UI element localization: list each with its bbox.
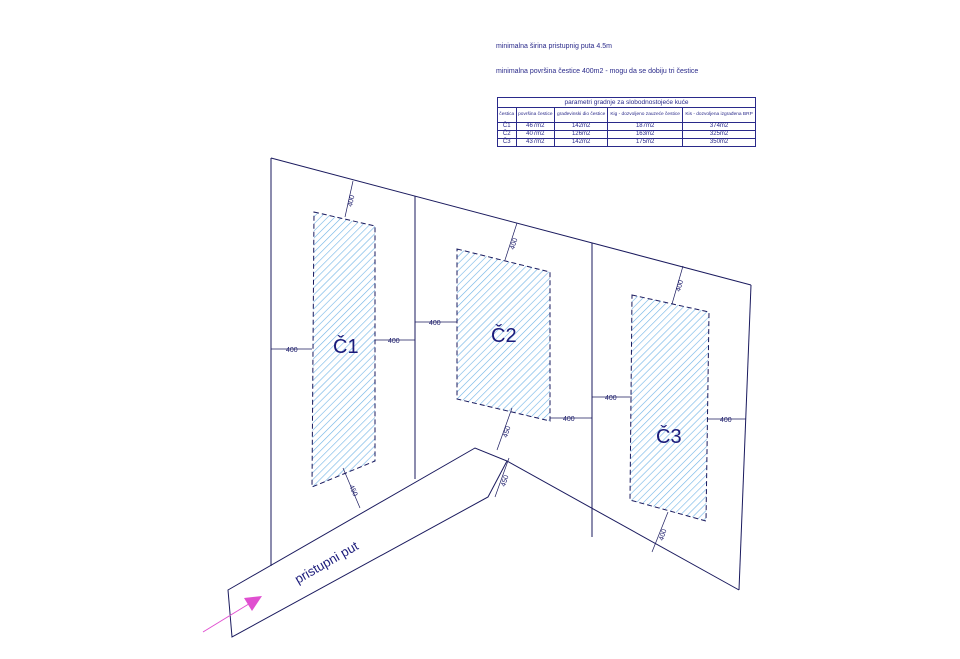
dimension-lines (271, 180, 746, 553)
dim-label: 450 (500, 474, 510, 487)
lot-label-c2: Č2 (491, 324, 517, 347)
building-area-c2 (456, 248, 551, 422)
road-label: pristupni put (292, 538, 361, 587)
dim-label: 450 (502, 425, 512, 438)
dim-label: 400 (286, 347, 298, 354)
dim-label: 400 (388, 338, 400, 345)
dim-label: 450 (347, 484, 358, 498)
table-row: Č2 407m2 126m2 163m2 325m2 (497, 130, 756, 139)
dim-label: 400 (605, 395, 617, 402)
dim-label: 400 (720, 417, 732, 424)
east-boundary (738, 284, 752, 591)
dim-label: 400 (509, 237, 519, 250)
lot-label-c3: Č3 (656, 425, 682, 448)
note-min-road-width: minimalna širina pristupnig puta 4.5m (496, 43, 612, 50)
dim-label: 400 (658, 528, 668, 541)
dim-label: 400 (675, 279, 685, 292)
table-cell: 350m2 (682, 138, 756, 147)
parameters-table: parametri gradnje za slobodnostojeće kuć… (497, 97, 756, 147)
lot-label-c1: Č1 (333, 335, 359, 358)
north-boundary (270, 157, 752, 286)
parcel-outline (270, 157, 752, 591)
note-min-lot-area: minimalna površina čestice 400m2 - mogu … (496, 68, 699, 75)
dim-label: 400 (563, 416, 575, 423)
building-area-c1 (311, 211, 376, 488)
access-arrow-icon (202, 596, 262, 633)
dim-label: 400 (429, 320, 441, 327)
road-edge-south (506, 460, 740, 591)
access-road (227, 447, 508, 638)
dim-label: 400 (347, 194, 356, 207)
table-cell: 175m2 (607, 138, 684, 147)
table-row: Č3 437m2 142m2 175m2 350m2 (497, 138, 756, 147)
building-area-c3 (629, 294, 710, 522)
